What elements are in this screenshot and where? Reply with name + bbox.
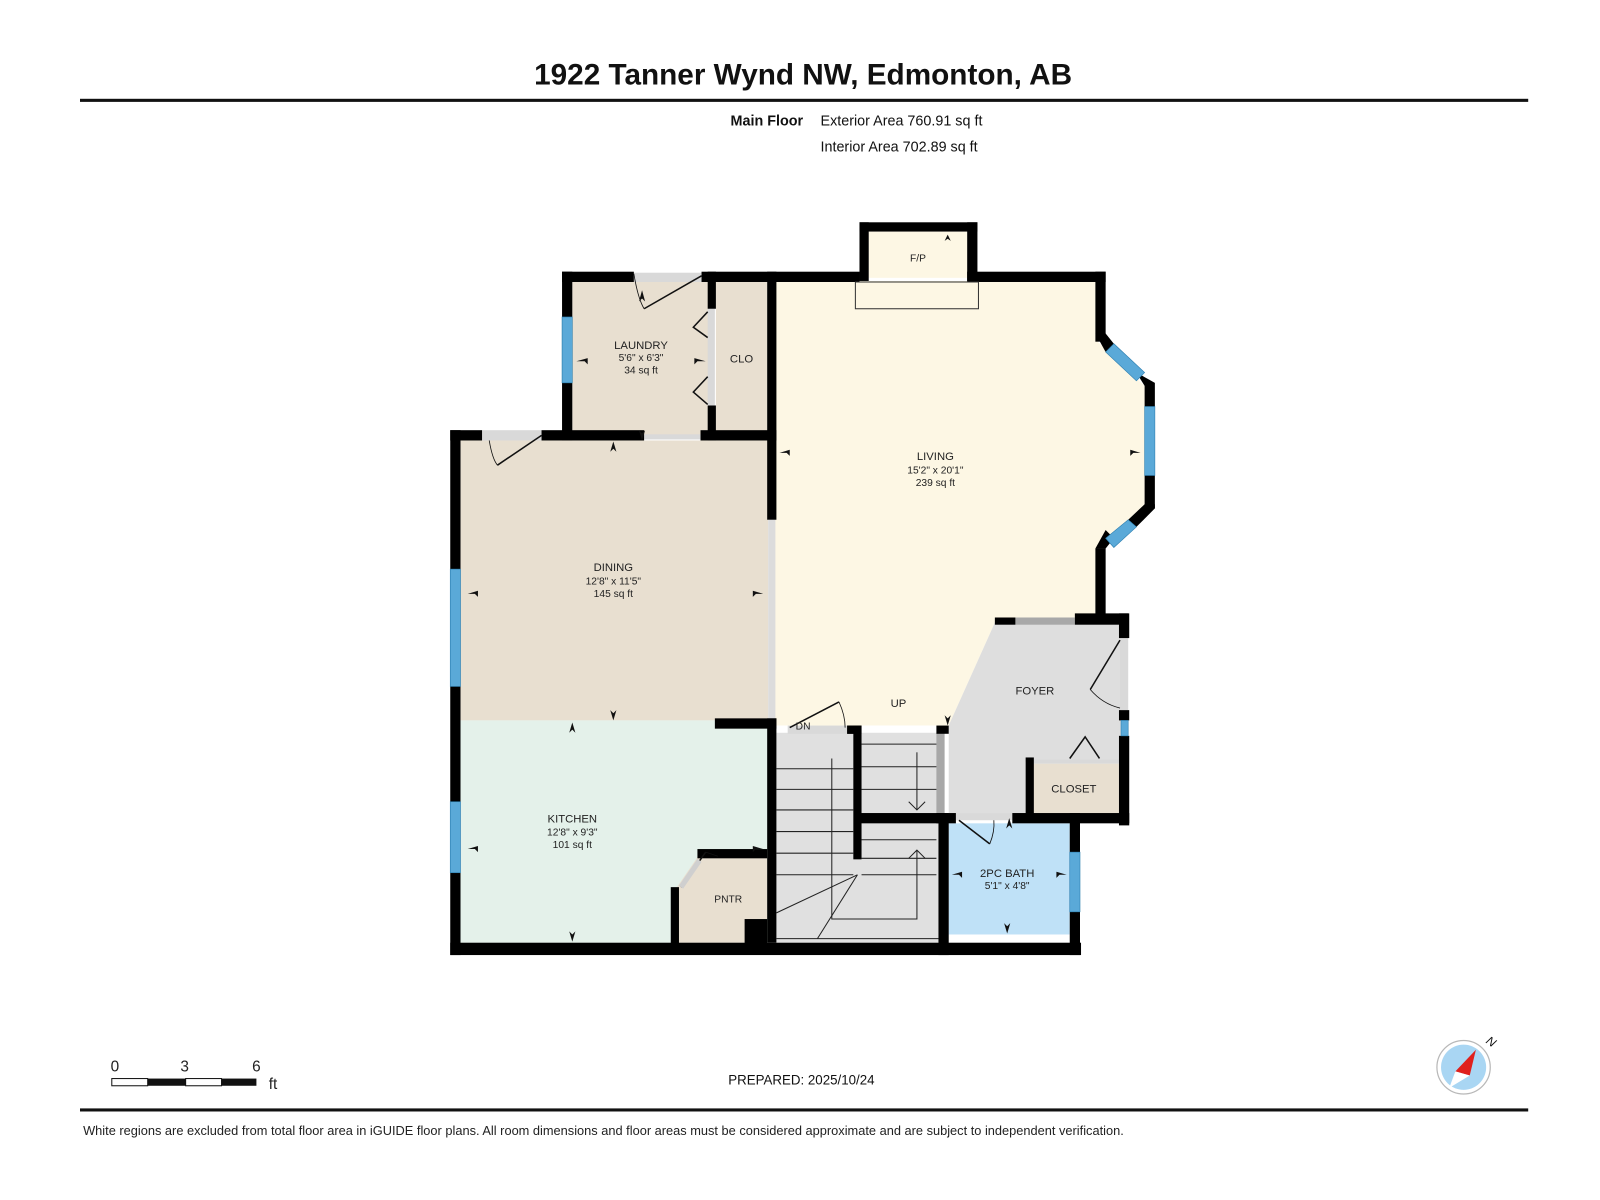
fireplace-hearth (854, 281, 979, 310)
laundry-dims: 5'6" x 6'3" (619, 353, 664, 364)
dining-laundry-opening (644, 434, 701, 440)
scale-tick-3: 3 (180, 1058, 189, 1075)
fireplace-label: F/P (910, 253, 926, 264)
footer-disclaimer: White regions are excluded from total fl… (83, 1123, 1124, 1138)
room-fireplace (868, 231, 968, 278)
scale-unit: ft (269, 1076, 278, 1093)
floor-label: Main Floor (731, 114, 804, 130)
living-area: 239 sq ft (916, 478, 955, 489)
room-dining (460, 440, 769, 721)
dining-area: 145 sq ft (594, 589, 633, 600)
footer-rule (80, 1108, 1529, 1112)
kitchen-label: KITCHEN (548, 813, 598, 825)
front-door-opening (1120, 638, 1129, 711)
room-laundry (572, 280, 710, 436)
foyer-label: FOYER (1015, 686, 1054, 698)
pantry-label: PNTR (714, 895, 742, 906)
scale-bar: 0 3 6 ft (111, 1058, 278, 1093)
up-label: UP (891, 698, 907, 710)
scale-tick-0: 0 (111, 1058, 120, 1075)
window-kitchen (449, 801, 461, 874)
dining-living-opening (768, 519, 776, 719)
living-label: LIVING (917, 451, 954, 463)
closet-label: CLOSET (1051, 783, 1096, 795)
dining-label: DINING (594, 562, 633, 574)
stair-railing (936, 732, 945, 814)
window-foyer (1120, 720, 1129, 737)
window-living-bay (1144, 406, 1156, 476)
dining-dims: 12'8" x 11'5" (586, 577, 642, 588)
window-bath (1069, 851, 1081, 913)
living-dims: 15'2" x 20'1" (907, 465, 964, 476)
room-clo (715, 280, 768, 436)
window-living-bay-lower (1105, 519, 1137, 548)
laundry-door-opening (633, 272, 702, 282)
prepared-date: PREPARED: 2025/10/24 (728, 1073, 875, 1088)
down-label: DN (796, 722, 811, 733)
interior-area: Interior Area 702.89 sq ft (821, 139, 978, 155)
dimension-arrows (467, 234, 1141, 942)
windows (449, 316, 1156, 913)
room-foyer (948, 622, 1122, 814)
room-closet (1032, 763, 1119, 814)
kitchen-area: 101 sq ft (553, 840, 592, 851)
window-living-bay-upper (1105, 343, 1146, 382)
compass-north-label: N (1483, 1034, 1498, 1051)
closet-door-opening (1032, 759, 1119, 764)
bath-label: 2PC BATH (980, 868, 1034, 880)
bath-dims: 5'1" x 4'8" (985, 881, 1030, 892)
page-title: 1922 Tanner Wynd NW, Edmonton, AB (534, 58, 1072, 91)
compass-icon: N (1436, 1034, 1499, 1095)
window-laundry (561, 316, 573, 384)
stair-door-opening (787, 725, 848, 734)
door-swings (488, 273, 1121, 889)
foyer-opening-top (1015, 617, 1075, 625)
room-bath (948, 823, 1070, 935)
laundry-area: 34 sq ft (624, 366, 658, 377)
stair-treads (776, 743, 939, 940)
walls (450, 222, 1155, 956)
laundry-label: LAUNDRY (614, 340, 668, 352)
scale-tick-6: 6 (252, 1058, 261, 1075)
clo-label: CLO (730, 353, 753, 365)
room-living (774, 280, 1145, 726)
dining-door-opening (482, 430, 542, 441)
exterior-area: Exterior Area 760.91 sq ft (821, 114, 983, 130)
header-rule (80, 98, 1529, 102)
clo-door-opening (707, 308, 715, 406)
window-dining (449, 568, 461, 687)
kitchen-dims: 12'8" x 9'3" (547, 828, 598, 839)
bath-door-opening (955, 813, 1013, 821)
